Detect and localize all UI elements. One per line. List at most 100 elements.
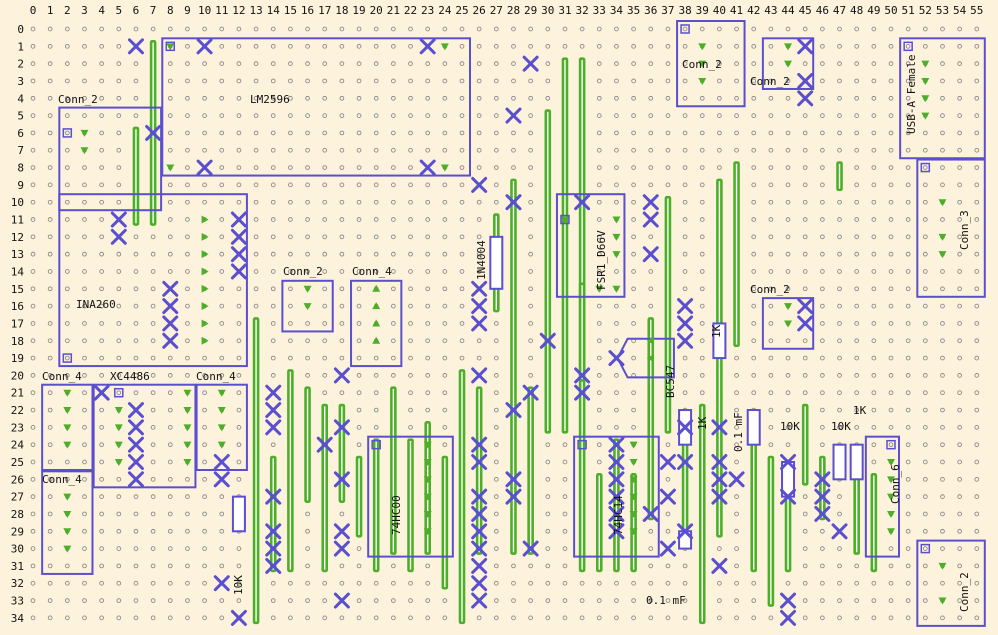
hole <box>356 130 362 136</box>
hole <box>30 459 36 465</box>
hole <box>493 407 499 413</box>
hole <box>734 598 739 603</box>
hole <box>734 563 739 569</box>
copper-strip <box>424 421 431 555</box>
hole <box>425 286 431 292</box>
hole <box>82 528 87 534</box>
hole <box>408 61 413 66</box>
hole <box>47 407 53 413</box>
hole <box>288 165 293 170</box>
hole <box>682 95 688 101</box>
diode-body <box>489 235 504 290</box>
hole <box>30 165 36 170</box>
hole <box>391 78 396 84</box>
hole <box>734 78 739 84</box>
hole <box>493 199 499 205</box>
track-cut <box>265 540 282 557</box>
hole <box>768 199 774 205</box>
hole <box>922 580 928 586</box>
hole <box>614 130 619 136</box>
hole <box>442 61 448 66</box>
hole <box>133 321 139 326</box>
hole <box>391 615 396 621</box>
row-label: 12 <box>11 231 24 244</box>
hole <box>442 182 448 188</box>
hole <box>922 615 928 621</box>
hole <box>219 217 225 222</box>
pin <box>183 407 192 415</box>
hole <box>734 95 739 101</box>
hole <box>270 269 276 274</box>
hole <box>30 78 36 84</box>
hole <box>322 147 328 153</box>
pin <box>560 216 569 224</box>
hole <box>820 563 825 569</box>
hole <box>167 147 173 153</box>
row-label: 15 <box>11 283 24 296</box>
hole <box>854 130 860 136</box>
components <box>41 20 986 627</box>
hole <box>974 303 980 309</box>
hole <box>99 113 104 118</box>
conn3-block <box>916 158 986 298</box>
hole <box>82 563 87 569</box>
hole <box>854 217 860 222</box>
hole <box>596 199 602 205</box>
pin <box>372 302 381 310</box>
copper-strip <box>647 317 655 521</box>
hole <box>888 303 894 309</box>
hole <box>562 43 568 49</box>
hole <box>288 147 293 153</box>
hole <box>493 546 499 551</box>
track-cut <box>265 557 282 574</box>
hole <box>167 476 173 482</box>
hole <box>785 373 791 378</box>
hole <box>425 251 431 257</box>
hole <box>47 199 53 205</box>
hole <box>888 338 894 344</box>
hole <box>922 442 928 448</box>
hole <box>888 598 894 603</box>
hole <box>734 61 739 66</box>
track-cut <box>677 523 694 540</box>
hole <box>974 511 980 517</box>
track-cut <box>471 575 488 592</box>
hole <box>356 113 362 118</box>
hole <box>528 269 533 274</box>
column-label: 15 <box>284 4 297 17</box>
hole <box>116 165 122 170</box>
column-label: 43 <box>764 4 777 17</box>
hole <box>253 217 259 222</box>
hole <box>442 199 448 205</box>
pin <box>63 493 72 501</box>
hole <box>322 78 328 84</box>
hole <box>871 459 877 465</box>
hole <box>768 286 774 292</box>
hole <box>408 407 413 413</box>
hole <box>322 355 328 361</box>
hole <box>116 113 122 118</box>
hole <box>64 355 70 361</box>
hole <box>957 373 962 378</box>
hole <box>322 286 328 292</box>
hole <box>459 130 465 136</box>
track-cut <box>162 298 179 315</box>
row-label: 28 <box>11 508 24 521</box>
ic-74hc14 <box>573 435 660 558</box>
hole <box>871 407 877 413</box>
hole <box>751 234 757 240</box>
hole <box>47 355 53 361</box>
hole <box>734 494 739 499</box>
hole <box>940 407 945 413</box>
hole <box>785 130 791 136</box>
row-label: 1 <box>17 40 24 53</box>
hole <box>648 26 654 32</box>
hole <box>528 598 533 603</box>
hole <box>648 61 654 66</box>
hole <box>974 321 980 326</box>
hole <box>493 425 499 430</box>
hole <box>648 286 654 292</box>
hole <box>425 563 431 569</box>
hole <box>665 182 671 188</box>
hole <box>802 355 808 361</box>
